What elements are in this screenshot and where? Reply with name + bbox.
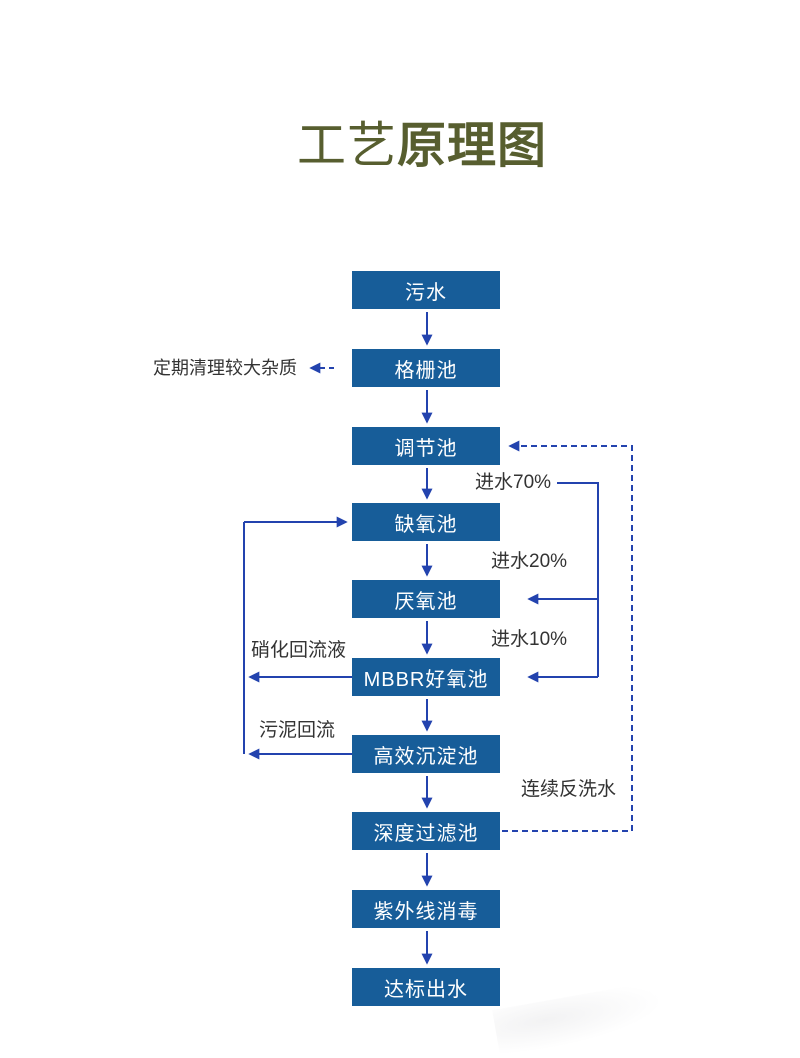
flow-node-mbbr-aerobic-tank: MBBR好氧池	[352, 658, 500, 696]
annotation-nitrified-return: 硝化回流液	[251, 640, 347, 661]
annotation-inflow-10: 进水10%	[491, 629, 568, 650]
annotation-backwash: 连续反洗水	[521, 779, 617, 800]
page-title-emphasis: 原理图	[397, 119, 548, 173]
flow-node-sewage: 污水	[352, 271, 500, 309]
annotation-inflow-20: 进水20%	[491, 551, 568, 572]
flow-node-grid-tank: 格栅池	[352, 349, 500, 387]
annotation-cleaning-note: 定期清理较大杂质	[153, 358, 297, 378]
flow-node-regulating-tank: 调节池	[352, 427, 500, 465]
annotation-sludge-return: 污泥回流	[259, 720, 336, 741]
flow-node-anoxic-tank: 缺氧池	[352, 503, 500, 541]
flow-node-effluent: 达标出水	[352, 968, 500, 1006]
inflow-split-line	[557, 482, 599, 677]
flow-node-deep-filter-tank: 深度过滤池	[352, 812, 500, 850]
page-title-prefix: 工艺	[297, 119, 398, 173]
arrow-backwash-to-regulating	[508, 440, 633, 831]
flow-node-uv-disinfection: 紫外线消毒	[352, 890, 500, 928]
flow-node-anaerobic-tank: 厌氧池	[352, 580, 500, 618]
page-title: 工艺原理图	[297, 119, 548, 173]
flow-node-sedimentation-tank: 高效沉淀池	[352, 735, 500, 773]
annotation-inflow-70: 进水70%	[475, 472, 552, 493]
